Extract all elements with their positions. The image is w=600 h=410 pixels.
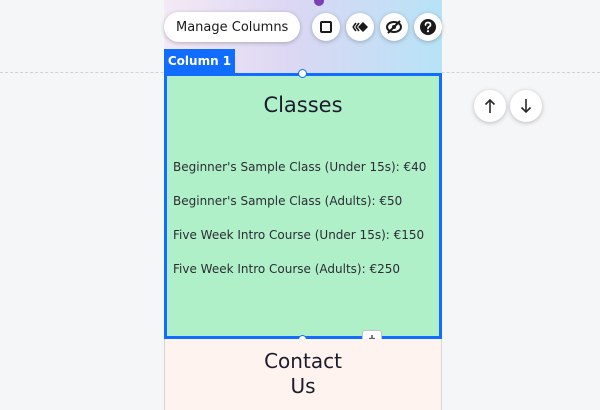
contact-section[interactable]: Contact Us	[164, 339, 442, 410]
column-toolbar: Manage Columns	[164, 12, 443, 42]
hide-icon[interactable]	[380, 13, 409, 41]
contact-title: Contact Us	[264, 349, 342, 398]
column-label-tag[interactable]: Column 1	[164, 49, 235, 73]
animation-icon[interactable]	[346, 13, 375, 41]
column-title: Classes	[263, 93, 343, 117]
class-item: Beginner's Sample Class (Under 15s): €40	[173, 160, 427, 174]
help-icon[interactable]	[414, 13, 443, 41]
class-item: Five Week Intro Course (Adults): €250	[173, 262, 401, 276]
resize-handle-top[interactable]	[298, 69, 307, 78]
arrow-up-icon[interactable]	[474, 90, 506, 122]
class-item: Beginner's Sample Class (Adults): €50	[173, 194, 403, 208]
column-1[interactable]: Classes Beginner's Sample Class (Under 1…	[164, 73, 442, 339]
arrow-down-icon[interactable]	[510, 90, 542, 122]
square-icon[interactable]	[312, 13, 341, 41]
top-handle-dot	[314, 0, 324, 6]
class-item: Five Week Intro Course (Under 15s): €150	[173, 228, 425, 242]
manage-columns-button[interactable]: Manage Columns	[164, 12, 301, 42]
